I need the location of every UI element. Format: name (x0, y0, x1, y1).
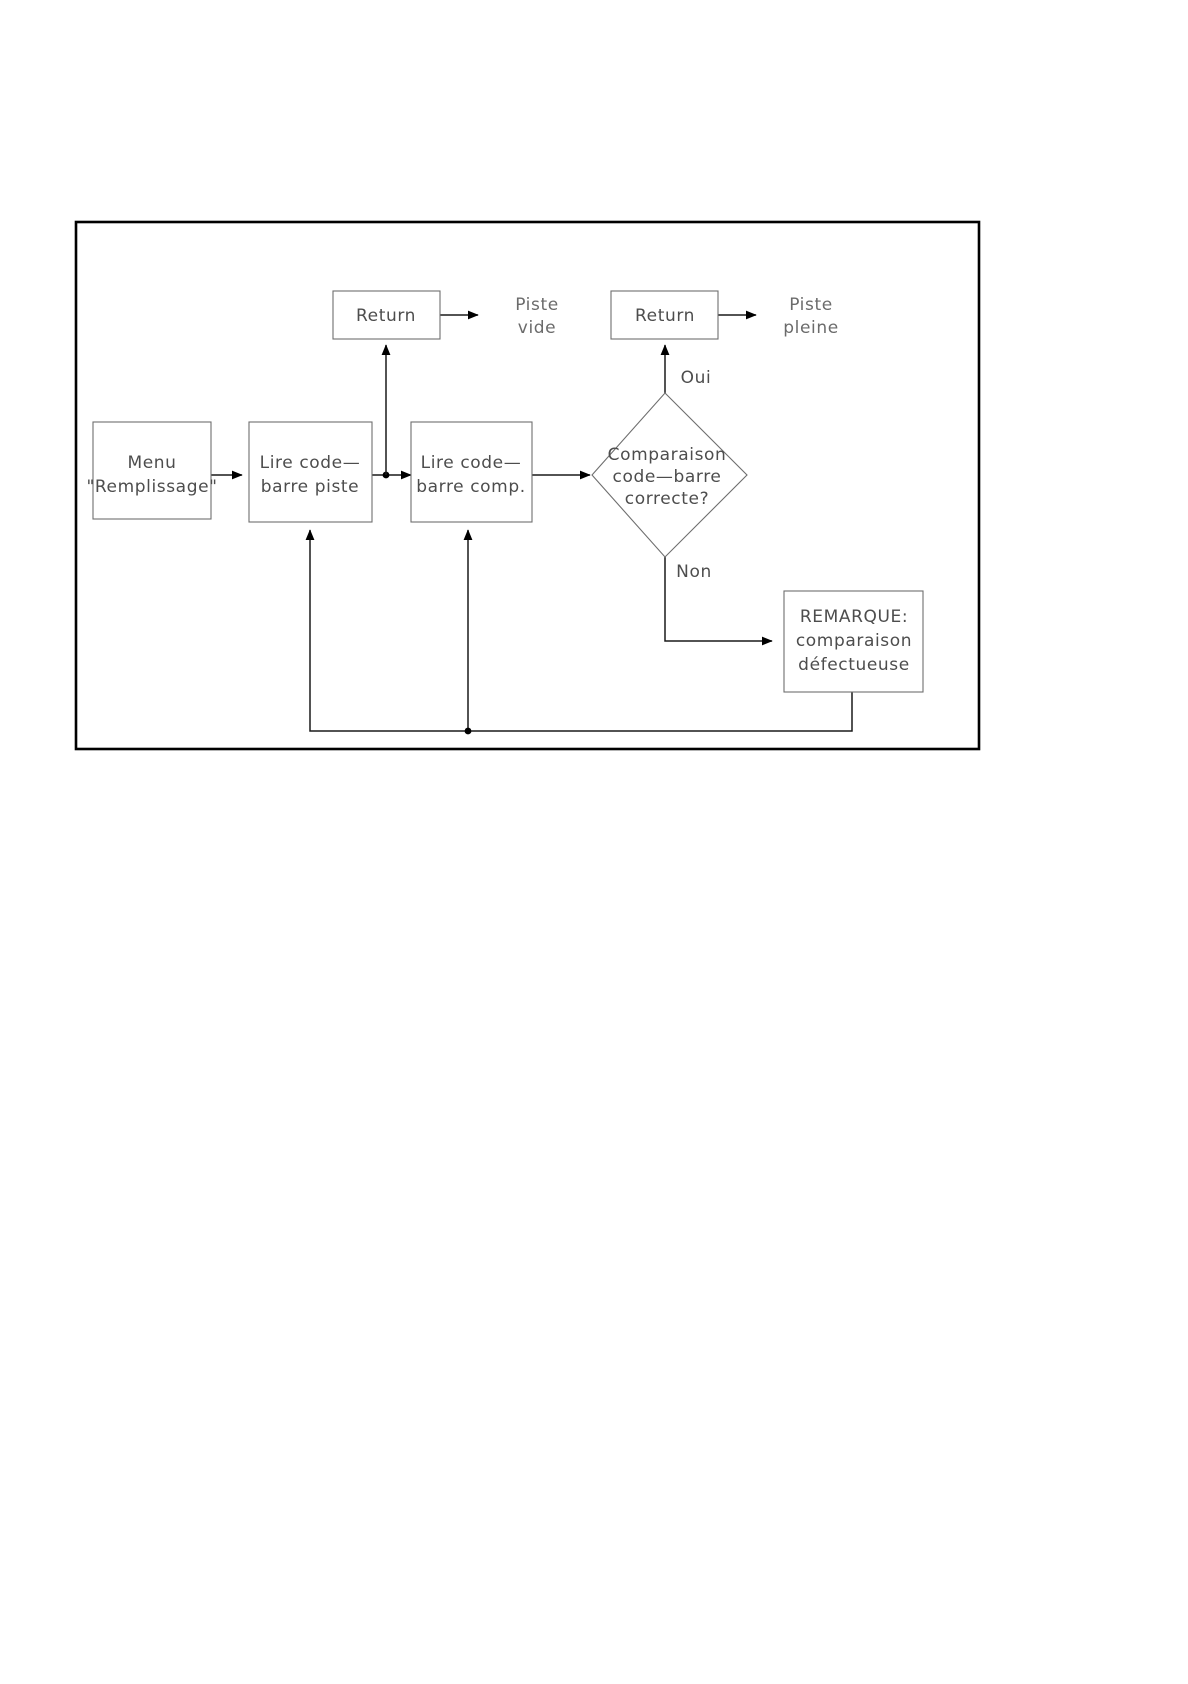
node-remarque-line-2: comparaison (796, 631, 912, 651)
label-piste-pleine-line-1: Piste (789, 295, 833, 315)
label-piste-vide: Piste vide (515, 295, 559, 338)
node-remarque-box[interactable] (783, 590, 924, 693)
node-remarque-line-1: REMARQUE: (800, 607, 908, 627)
node-lire-code-barre-piste-box[interactable] (248, 421, 373, 523)
edge-comparaison-non-to-remarque (664, 557, 773, 646)
node-return-piste-vide-label: Return (356, 306, 416, 326)
node-comparaison-decision-line-3: correcte? (625, 489, 709, 509)
edge-remarque-to-lire-piste (305, 529, 853, 732)
node-menu-remplissage-line-1: Menu (127, 453, 176, 473)
node-return-piste-pleine[interactable]: Return (610, 290, 719, 340)
label-piste-vide-line-2: vide (518, 318, 556, 338)
node-return-piste-vide-box[interactable] (332, 290, 441, 340)
junction-dot-bottom-bus (464, 727, 472, 735)
node-menu-remplissage-line-2: "Remplissage" (86, 477, 217, 497)
node-comparaison-decision[interactable]: Comparaison code—barre correcte? (591, 392, 748, 558)
edge-label-oui: Oui (681, 368, 712, 388)
node-menu-remplissage[interactable]: Menu "Remplissage" (86, 421, 217, 520)
node-remarque-line-3: défectueuse (798, 655, 910, 675)
node-remarque-comparaison-defectueuse[interactable]: REMARQUE: comparaison défectueuse (783, 590, 924, 693)
edge-label-non: Non (676, 562, 712, 582)
node-lire-code-barre-comp-box[interactable] (410, 421, 533, 523)
node-lire-code-barre-piste-line-1: Lire code— (260, 453, 361, 473)
node-comparaison-decision-line-2: code—barre (613, 467, 722, 487)
node-return-piste-pleine-box[interactable] (610, 290, 719, 340)
node-comparaison-decision-shape[interactable] (591, 392, 748, 558)
node-return-piste-pleine-label: Return (635, 306, 695, 326)
label-piste-pleine-line-2: pleine (783, 318, 839, 338)
node-lire-code-barre-comp-line-2: barre comp. (416, 477, 525, 497)
node-lire-code-barre-comp[interactable]: Lire code— barre comp. (410, 421, 533, 523)
label-piste-vide-line-1: Piste (515, 295, 559, 315)
node-return-piste-vide[interactable]: Return (332, 290, 441, 340)
label-piste-pleine: Piste pleine (783, 295, 839, 338)
node-menu-remplissage-box[interactable] (92, 421, 212, 520)
node-comparaison-decision-line-1: Comparaison (608, 445, 727, 465)
node-lire-code-barre-comp-line-1: Lire code— (421, 453, 522, 473)
node-lire-code-barre-piste[interactable]: Lire code— barre piste (248, 421, 373, 523)
diagram-frame (74, 220, 981, 751)
node-lire-code-barre-piste-line-2: barre piste (261, 477, 359, 497)
